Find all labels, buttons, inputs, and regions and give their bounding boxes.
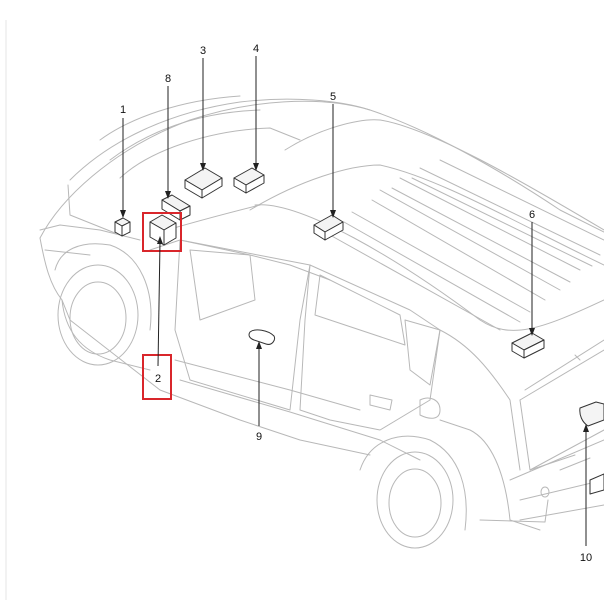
callout-label-1: 1 [120,104,126,116]
callout-5: 5 [330,91,336,218]
callout-6: 6 [529,209,535,336]
callout-label-9: 9 [256,431,262,443]
component-10-module [579,401,604,495]
component-5-module [313,214,344,241]
callout-1: 1 [120,104,126,218]
callout-label-8: 8 [165,73,171,85]
component-8-module [161,194,191,221]
component-4-module [233,167,265,194]
callout-8: 8 [165,73,171,199]
callout-3: 3 [200,45,206,171]
component-3-module [184,167,223,199]
callout-label-4: 4 [253,43,259,55]
callout-label-5: 5 [330,91,336,103]
component-1-module [114,217,131,237]
callout-10: 10 [580,424,592,564]
callout-4: 4 [253,43,259,171]
vehicle-body-outline [39,95,604,549]
callout-2: 2 [155,236,163,385]
callout-label-3: 3 [200,45,206,57]
highlight-box-label-2 [142,354,172,400]
callout-label-10: 10 [580,552,592,564]
component-2-module [149,214,177,246]
callout-label-2: 2 [155,373,161,385]
highlight-box-component [142,212,182,252]
callout-label-6: 6 [529,209,535,221]
component-9-handle [248,329,275,345]
component-6-module [511,332,545,359]
callout-9: 9 [256,341,262,443]
